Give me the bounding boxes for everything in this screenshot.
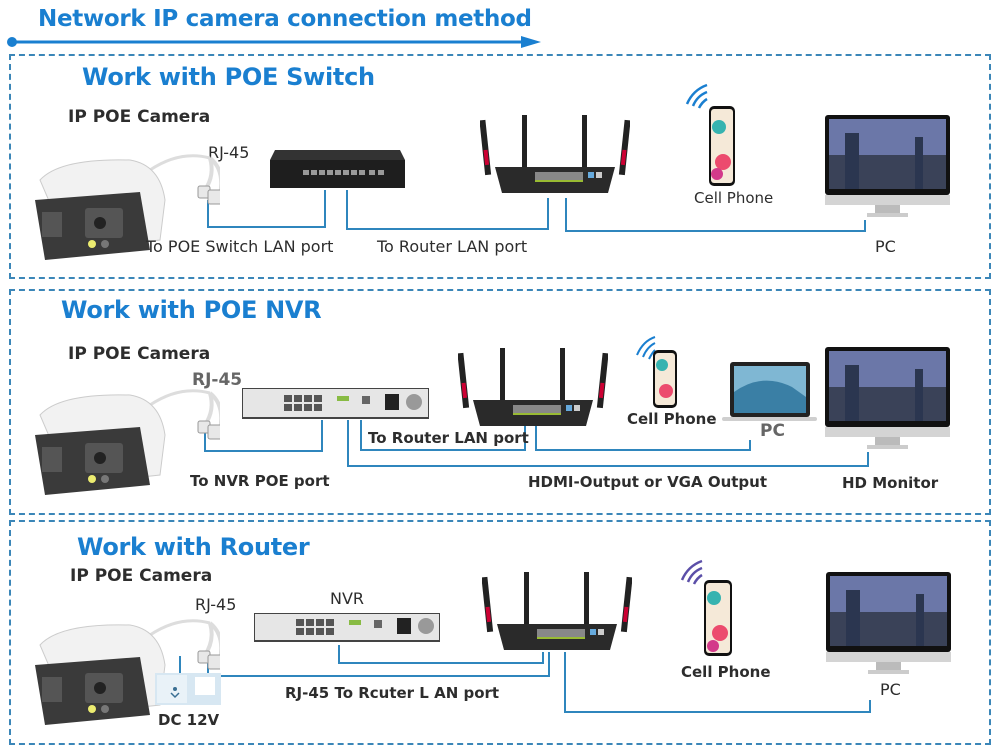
section-title: Work with POE Switch [82,63,375,91]
pc-label: PC [880,680,901,699]
rj45-label: RJ-45 [192,370,243,390]
main-title: Network IP camera connection method [38,6,532,32]
cell-phone-icon [680,559,732,656]
router-icon [480,115,630,193]
pc-label: PC [875,237,896,256]
hd-monitor-icon [825,347,950,449]
to-router-label: To Router LAN port [377,237,528,256]
hdmi-output-label: HDMI-Output or VGA Output [528,473,768,491]
panel-poe-nvr [9,289,991,515]
to-switch-label: To POE Switch LAN port [146,237,334,256]
rj45-label: RJ-45 [208,143,250,162]
section-title: Work with Router [77,533,310,561]
to-router-label: To Router LAN port [368,429,529,447]
to-nvr-label: To NVR POE port [190,472,330,490]
router-icon [482,572,632,650]
panel-poe-switch [9,54,991,279]
to-router-label: RJ-45 To Rcuter L AN port [285,684,500,702]
nvr-label: NVR [330,589,365,608]
cell-phone-icon [685,83,735,186]
section-title: Work with POE NVR [61,296,322,324]
hd-monitor-label: HD Monitor [842,474,939,492]
camera-label: IP POE Camera [70,566,213,586]
ip-camera-icon [35,389,220,495]
cell-phone-label: Cell Phone [694,189,774,207]
router-icon [458,348,608,426]
pc-monitor-icon [826,572,951,674]
rj45-label: RJ-45 [195,595,237,614]
cell-phone-label: Cell Phone [627,410,717,428]
camera-label: IP POE Camera [68,344,211,364]
title-arrow-icon [7,36,541,48]
camera-label: IP POE Camera [68,107,211,127]
poe-switch-icon [270,150,405,188]
ip-camera-icon [35,154,220,260]
nvr-icon [242,388,429,419]
dc-12v-label: DC 12V [158,711,220,729]
cell-phone-icon [636,336,677,408]
panel-router [9,520,991,745]
laptop-icon [722,362,817,421]
pc-monitor-icon [825,115,950,217]
cell-phone-label: Cell Phone [681,663,771,681]
nvr-icon [254,613,440,642]
power-adapter-icon [155,673,221,705]
pc-label: PC [760,421,785,441]
ip-camera-icon [35,619,220,725]
